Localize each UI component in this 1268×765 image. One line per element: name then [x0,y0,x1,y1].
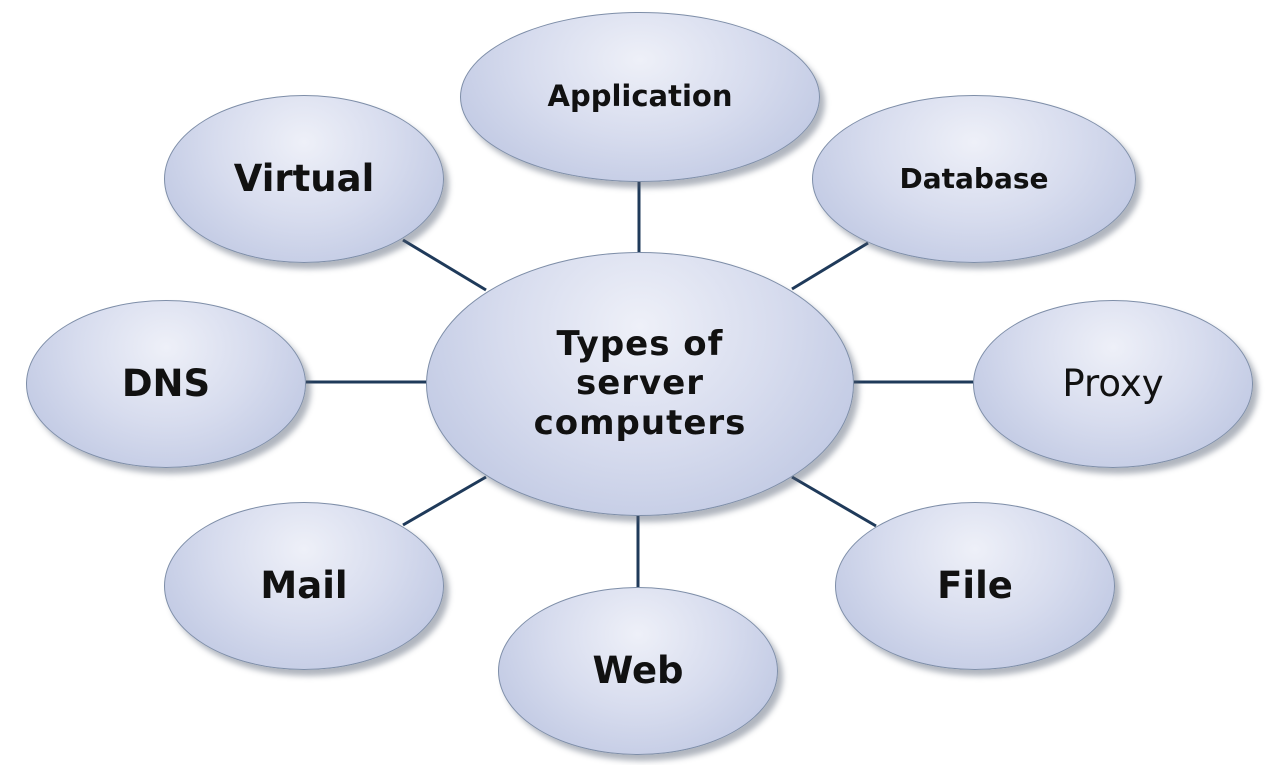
node-virtual-label: Virtual [233,156,375,200]
node-proxy-label: Proxy [1062,361,1164,405]
node-database: Database [812,95,1136,263]
node-file-label: File [937,563,1013,607]
node-application: Application [460,12,820,182]
node-file: File [835,502,1115,670]
connector-file [791,475,877,528]
center-node: Types of server computers [426,252,854,516]
center-node-label: Types of server computers [533,324,747,443]
node-mail: Mail [164,502,444,670]
node-database-label: Database [899,161,1049,195]
node-mail-label: Mail [260,563,348,607]
connector-mail [402,475,487,527]
connector-database [791,241,869,291]
node-dns-label: DNS [121,361,211,405]
connector-virtual [402,238,487,292]
node-virtual: Virtual [164,95,444,263]
node-dns: DNS [26,300,306,468]
node-proxy: Proxy [973,300,1253,468]
node-web: Web [498,587,778,755]
node-web-label: Web [592,648,684,692]
node-application-label: Application [547,79,733,114]
